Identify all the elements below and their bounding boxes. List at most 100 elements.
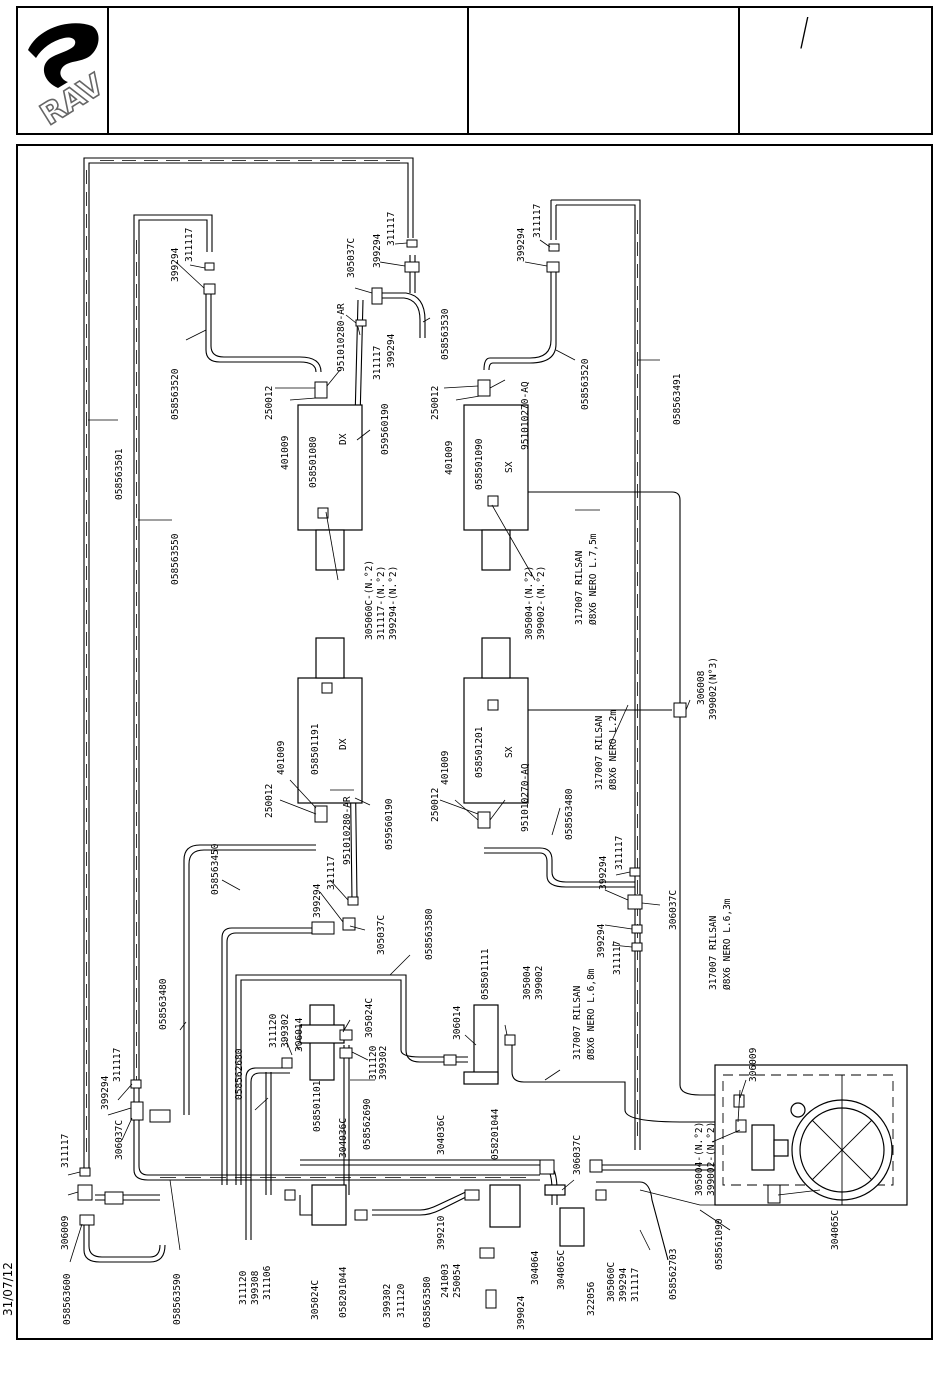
label-304036C-a: 304036C (338, 1118, 349, 1158)
label-306037C-a: 306037C (668, 890, 679, 930)
pipe-058563501 (83, 157, 414, 1168)
valve-058201044-b (489, 1184, 521, 1228)
label-241003: 241003 (440, 1264, 451, 1298)
pipe-058563520-b (483, 262, 552, 371)
label-304065C-b: 304065C (830, 1210, 841, 1250)
label-058201044-b: 058201044 (338, 1266, 349, 1318)
label-058563600: 058563600 (62, 1273, 73, 1325)
label-399024: 399024 (516, 1295, 527, 1330)
label-317007-c1: 317007 RILSAN (708, 915, 719, 990)
title-cell (109, 8, 469, 133)
label-311120-d: 311120 (396, 1283, 407, 1318)
label-311117-h: 311117 (112, 1048, 123, 1082)
label-059560190-b: 059560190 (384, 798, 395, 850)
label-306014-b: 306014 (294, 1017, 305, 1052)
label-951010270AQ-a: 951010270-AQ (520, 381, 531, 450)
label-401009-b: 401009 (444, 440, 455, 475)
label-058563520-a: 058563520 (170, 368, 181, 420)
label-311117-a: 311117 (184, 228, 195, 262)
label-306037C-c: 306037C (572, 1135, 583, 1175)
rav-logo: RAV (28, 23, 112, 134)
label-311106: 311106 (262, 1265, 273, 1300)
label-399294-g: 399294 (312, 883, 323, 918)
label-058201044-a: 058201044 (490, 1108, 501, 1160)
label-399302-b: 399302 (378, 1046, 389, 1080)
label-058501111: 058501111 (480, 948, 491, 1000)
label-058563450: 058563450 (210, 843, 221, 895)
label-399294-n2: 399294-(N.°2) (388, 566, 399, 640)
label-250054: 250054 (452, 1263, 463, 1298)
leader-layer (67, 239, 821, 1263)
label-058563480-b: 058563480 (158, 978, 169, 1030)
sheet-cell: / (740, 8, 931, 133)
label-399302-a: 399302 (280, 1014, 291, 1048)
label-401009-a: 401009 (280, 435, 291, 470)
label-305060C: 305060C (606, 1262, 617, 1302)
pipe-058563480-a (484, 847, 635, 883)
label-304036C-b: 304036C (436, 1115, 447, 1155)
label-399294-c: 399294 (386, 333, 397, 368)
label-SX-a: SX (504, 461, 515, 473)
label-399302-c: 399302 (382, 1284, 393, 1318)
label-951010280AR-b: 951010280-AR (342, 796, 353, 865)
label-401009-c: 401009 (276, 740, 287, 775)
label-399294-f: 399294 (596, 923, 607, 958)
label-DX-a: DX (338, 433, 349, 445)
label-058563550: 058563550 (170, 533, 181, 585)
label-317007-d1: 317007 RILSAN (572, 985, 583, 1060)
pipe-058562703 (596, 1181, 669, 1261)
label-250012-c: 250012 (264, 784, 275, 818)
label-305037C-a: 305037C (346, 238, 357, 278)
drawing-frame (16, 144, 933, 1340)
label-058563520-b: 058563520 (580, 358, 591, 410)
label-058501191: 058501191 (310, 723, 321, 775)
label-305060C-n2: 305060C-(N.°2) (364, 560, 375, 640)
label-layer: 311117 399294 058563520 305037C 399294 3… (60, 204, 841, 1330)
cylinder-058501090 (463, 404, 529, 531)
cylinder-058501201 (463, 677, 529, 804)
label-058563580-b: 058563580 (422, 1276, 433, 1328)
cylinder-058501111 (473, 1004, 499, 1081)
label-399294-i: 399294 (618, 1267, 629, 1302)
label-311117-c: 311117 (372, 346, 383, 380)
label-059560190-a: 059560190 (380, 403, 391, 455)
component-layer (297, 404, 908, 1247)
label-311120-a: 311120 (268, 1013, 279, 1048)
label-317007-a1: 317007 RILSAN (574, 550, 585, 625)
label-305024C-b: 305024C (310, 1280, 321, 1320)
label-401009-d: 401009 (440, 750, 451, 785)
label-306037C-b: 306037C (114, 1120, 125, 1160)
label-317007-c2: Ø8X6 NERO L.6,3m (722, 898, 733, 990)
label-311117-j: 311117 (630, 1268, 641, 1302)
label-399002-n2: 399002-(N.°2) (536, 566, 547, 640)
label-306009-b: 306009 (60, 1215, 71, 1250)
label-058562680: 058562680 (234, 1048, 245, 1100)
label-305004-n2: 305004-(N.°2) (524, 566, 535, 640)
label-311117-f: 311117 (612, 941, 623, 975)
rilsan-tube-7-5m (500, 491, 740, 1096)
label-058501201: 058501201 (474, 726, 485, 778)
description-cell (469, 8, 740, 133)
label-058563480-a: 058563480 (564, 788, 575, 840)
label-058561090: 058561090 (714, 1218, 725, 1270)
label-250012-d: 250012 (430, 788, 441, 822)
title-block: RAV / (16, 6, 933, 135)
label-306009-a: 306009 (748, 1047, 759, 1082)
label-304064: 304064 (530, 1250, 541, 1285)
pipe-058563600 (83, 1215, 166, 1263)
label-306014-a: 306014 (452, 1005, 463, 1040)
label-058562690: 058562690 (362, 1098, 373, 1150)
label-305037C-b: 305037C (376, 915, 387, 955)
pipe-058563520-a (205, 290, 317, 373)
label-304065C-a: 304065C (556, 1250, 567, 1290)
label-317007-a2: Ø8X6 NERO L.7,5m (588, 533, 599, 625)
valve-058201044-a (311, 1184, 347, 1226)
label-DX-b: DX (338, 738, 349, 750)
label-250012-b: 250012 (430, 386, 441, 420)
label-058563501: 058563501 (114, 448, 125, 500)
label-058562703: 058562703 (668, 1249, 679, 1300)
date-stamp: 31/07/12 (0, 1220, 16, 1320)
label-399294-e: 399294 (598, 855, 609, 890)
date-text: 31/07/12 (1, 1262, 15, 1316)
label-305004-n2b: 305004-(N.°2) (694, 1122, 705, 1196)
